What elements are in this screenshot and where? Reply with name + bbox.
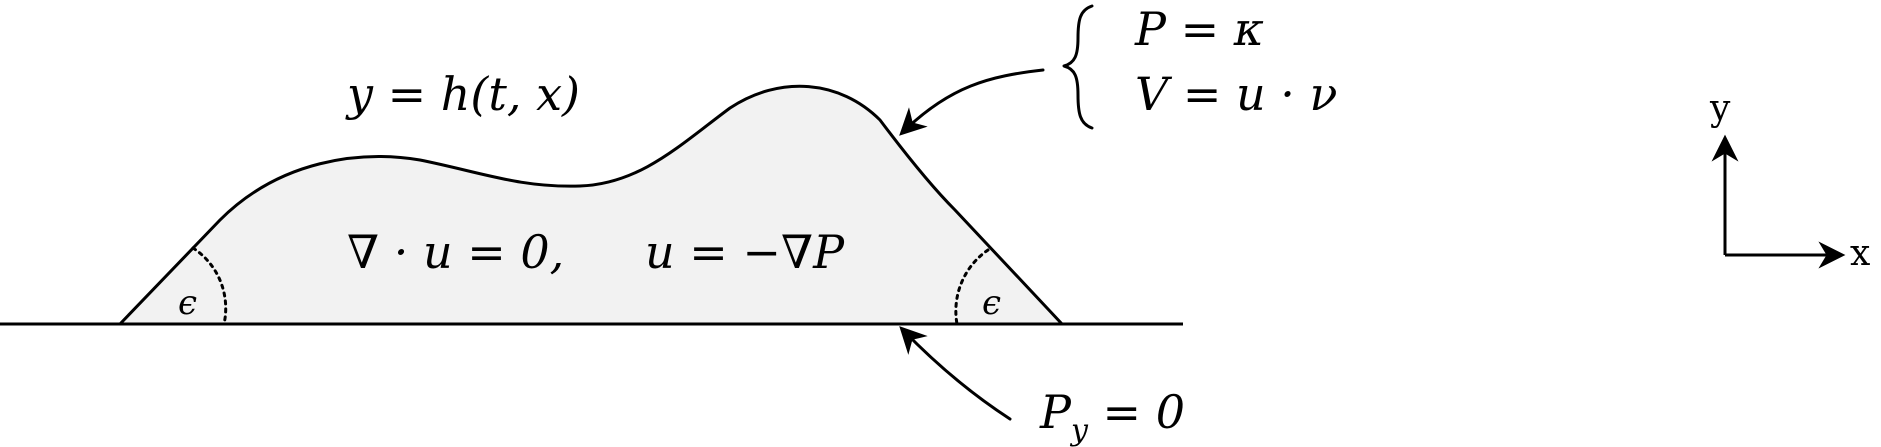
x-axis-label: x — [1850, 233, 1870, 274]
boundary-equation-pressure: P = κ — [1134, 2, 1264, 56]
y-axis-label: y — [1709, 88, 1731, 129]
boundary-equation-velocity: V = u · ν — [1135, 67, 1337, 121]
bottom-curved-arrow-icon — [899, 326, 1012, 421]
right-contact-angle-arc — [954, 248, 990, 326]
left-contact-angle-arc — [191, 246, 228, 326]
surface-equation: y = h(t, x) — [345, 67, 580, 121]
top-curved-arrow-icon — [899, 68, 1045, 136]
right-contact-angle-label: ϵ — [982, 283, 1001, 323]
bottom-equation: Py = 0 — [1039, 385, 1185, 447]
bulk-equation-divergence: ∇ · u = 0, — [347, 225, 564, 279]
left-curly-brace-icon — [1062, 4, 1094, 130]
left-contact-angle-label: ϵ — [178, 283, 197, 323]
droplet-region — [118, 84, 1064, 326]
bulk-equation-darcy: u = −∇P — [645, 225, 845, 279]
